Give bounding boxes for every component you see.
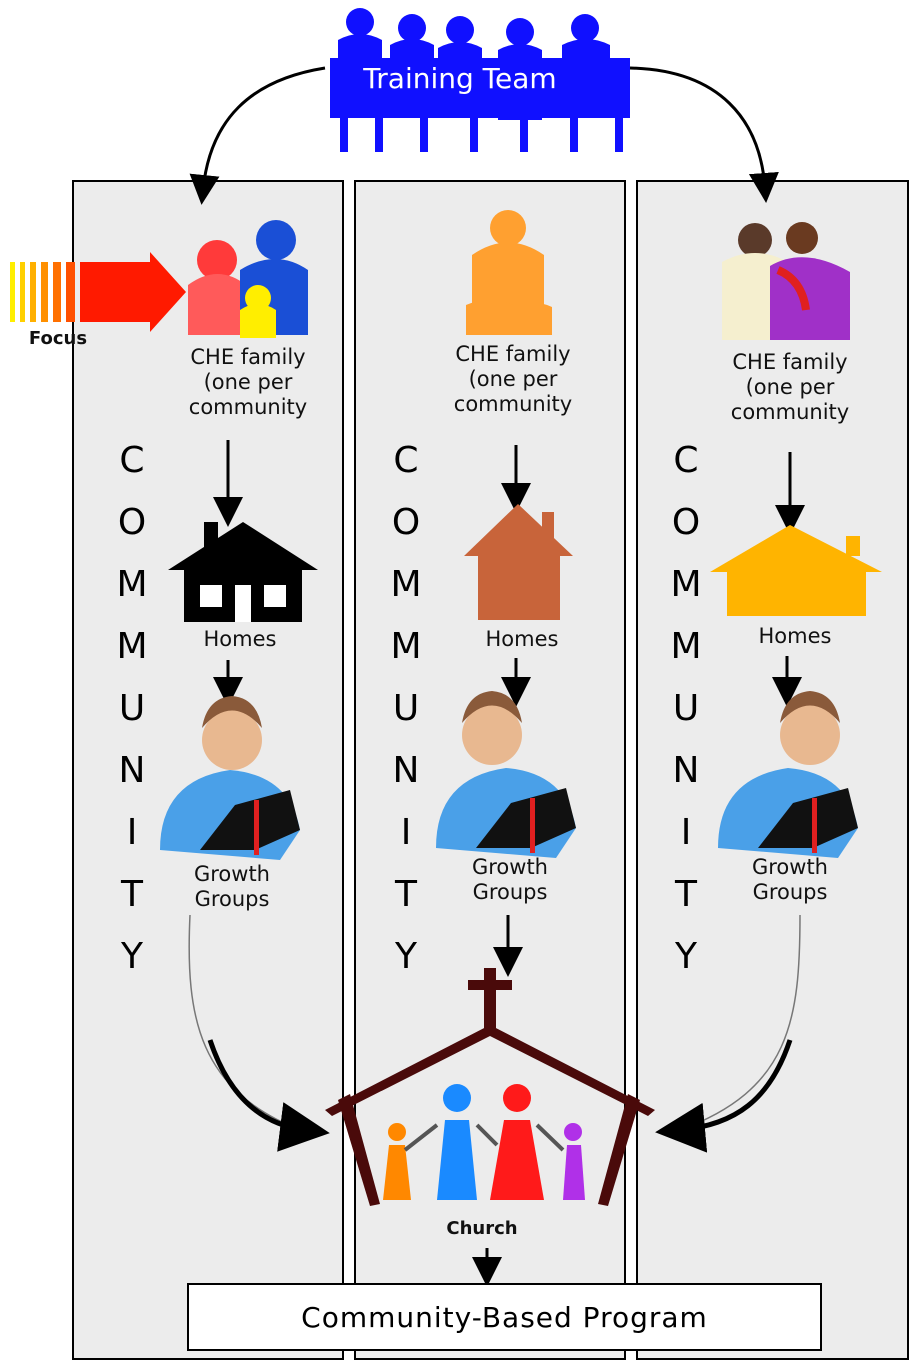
community-letter: N — [672, 750, 700, 791]
family-label-center: CHE family (one per community — [453, 342, 573, 416]
homes-label-left: Homes — [203, 627, 277, 651]
community-letter: U — [672, 688, 700, 729]
family-label-left: CHE family (one per community — [188, 345, 308, 419]
community-column-right — [636, 180, 909, 1360]
family-icon-right — [722, 222, 850, 340]
homes-label-right: Homes — [758, 624, 832, 648]
program-label: Community-Based Program — [301, 1300, 708, 1334]
home-icon-left — [168, 522, 318, 622]
community-letter: U — [118, 688, 146, 729]
church-label: Church — [446, 1218, 518, 1239]
community-letter: C — [119, 440, 145, 481]
reader-icon-left — [160, 696, 300, 860]
community-letter: C — [673, 440, 699, 481]
reader-icon-center — [436, 691, 576, 858]
growth-label-right: Growth Groups — [751, 855, 828, 904]
community-letter: T — [121, 874, 143, 915]
focus-label: Focus — [28, 328, 88, 349]
community-based-program-box: Community-Based Program — [187, 1283, 822, 1351]
community-letter: O — [671, 502, 701, 543]
community-letter: T — [675, 874, 697, 915]
homes-label-center: Homes — [485, 627, 559, 651]
community-letter: M — [670, 626, 702, 667]
growth-label-left: Growth Groups — [193, 862, 270, 911]
community-letter: Y — [675, 936, 697, 977]
community-letter: O — [117, 502, 147, 543]
community-letter: Y — [395, 936, 417, 977]
community-letter: U — [392, 688, 420, 729]
family-icon-left — [188, 220, 308, 338]
community-letter: M — [116, 564, 148, 605]
community-letter: I — [400, 812, 412, 853]
church-people-icon — [383, 1084, 585, 1200]
community-letter: M — [116, 626, 148, 667]
community-letter: M — [670, 564, 702, 605]
focus-arrow-icon — [10, 252, 186, 332]
community-letter: I — [680, 812, 692, 853]
community-letter: C — [393, 440, 419, 481]
reader-icon-right — [718, 691, 858, 858]
community-letter: O — [391, 502, 421, 543]
community-letter: N — [392, 750, 420, 791]
community-letter: T — [395, 874, 417, 915]
community-letter: M — [390, 564, 422, 605]
community-letter: Y — [121, 936, 143, 977]
community-column-left — [72, 180, 344, 1360]
family-icon-center — [466, 210, 552, 335]
training-team-label: Training Team — [363, 62, 557, 95]
community-letter: I — [126, 812, 138, 853]
community-letter: N — [118, 750, 146, 791]
training-team-icon — [330, 8, 630, 152]
home-icon-center — [464, 504, 573, 620]
home-icon-right — [710, 525, 882, 616]
growth-label-center: Growth Groups — [471, 855, 548, 904]
family-label-right: CHE family (one per community — [730, 350, 850, 424]
church-icon — [325, 968, 655, 1206]
community-letter: M — [390, 626, 422, 667]
